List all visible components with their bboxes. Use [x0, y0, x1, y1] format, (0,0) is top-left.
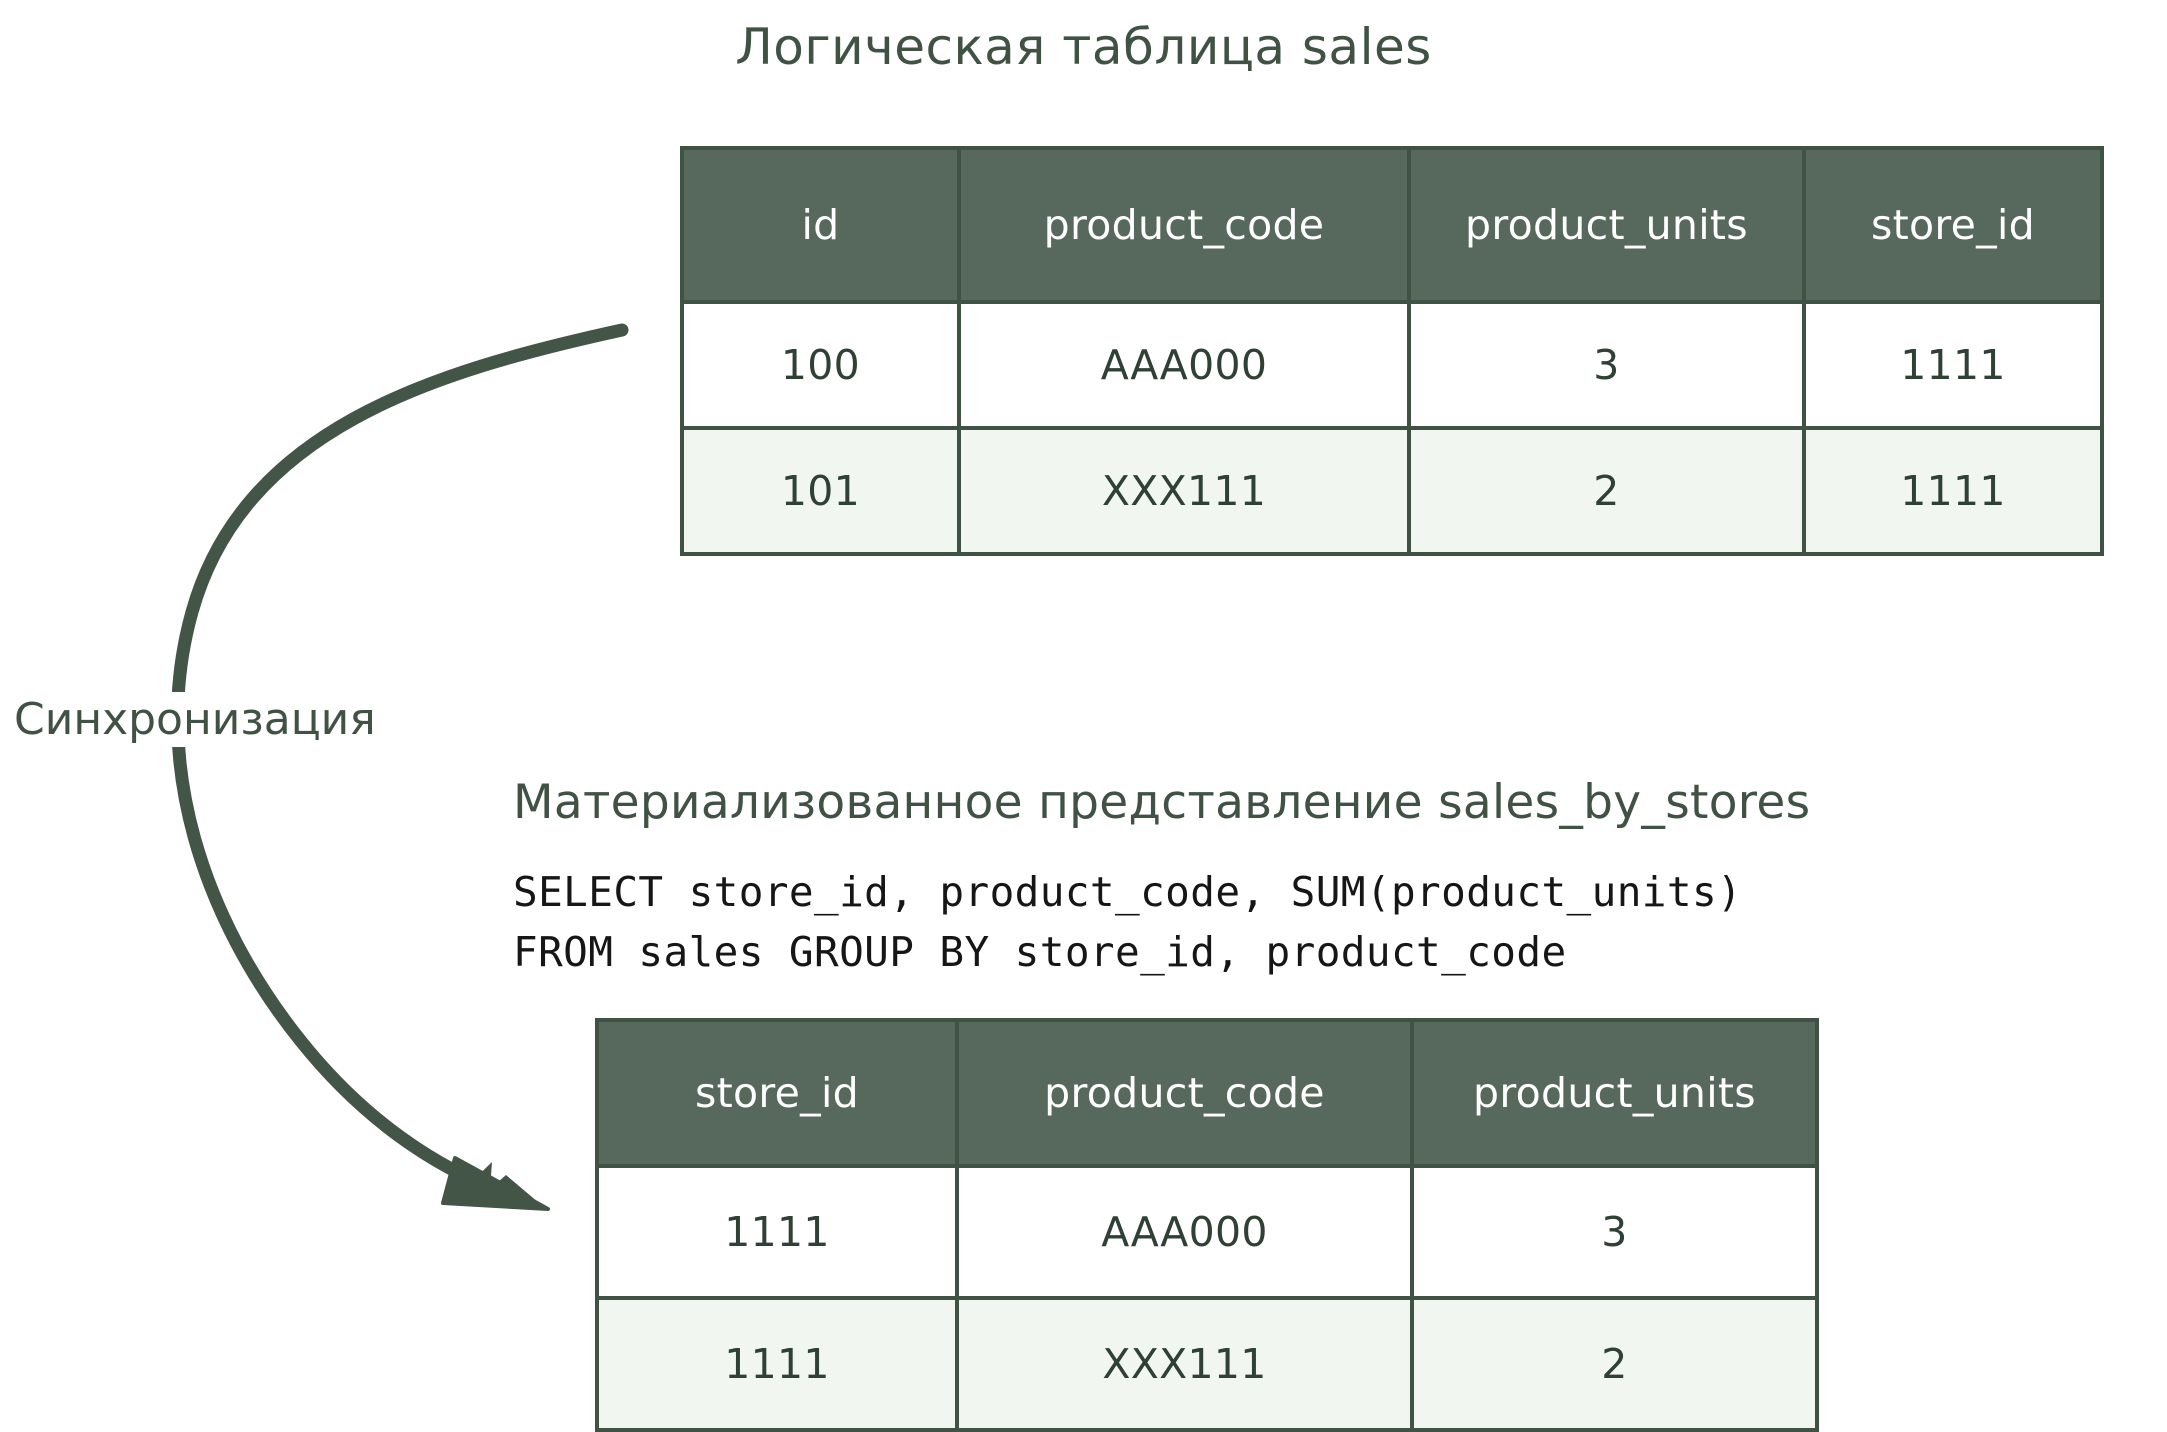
table-row: 101 XXX111 2 1111	[680, 426, 2104, 556]
cell-product-code: AAA000	[955, 1164, 1414, 1300]
column-header-product-code: product_code	[957, 146, 1411, 304]
table-row: 100 AAA000 3 1111	[680, 300, 2104, 430]
column-header-product-units: product_units	[1407, 146, 1806, 304]
table-row: 1111 AAA000 3	[595, 1164, 1819, 1300]
logical-table-sales: id product_code product_units store_id 1…	[680, 146, 2104, 556]
cell-id: 100	[680, 300, 961, 430]
table-header-row: id product_code product_units store_id	[680, 146, 2104, 304]
synchronization-label: Синхронизация	[14, 692, 382, 747]
column-header-product-code: product_code	[955, 1018, 1414, 1168]
materialized-view-title: Материализованное представление sales_by…	[513, 775, 1811, 830]
cell-product-code: XXX111	[957, 426, 1411, 556]
cell-store-id: 1111	[1802, 300, 2104, 430]
cell-product-units: 2	[1407, 426, 1806, 556]
cell-store-id: 1111	[595, 1296, 959, 1432]
cell-store-id: 1111	[595, 1164, 959, 1300]
cell-product-units: 3	[1407, 300, 1806, 430]
cell-store-id: 1111	[1802, 426, 2104, 556]
sql-definition: SELECT store_id, product_code, SUM(produ…	[513, 862, 1742, 982]
cell-product-code: AAA000	[957, 300, 1411, 430]
cell-product-units: 3	[1410, 1164, 1819, 1300]
column-header-id: id	[680, 146, 961, 304]
cell-product-units: 2	[1410, 1296, 1819, 1432]
cell-product-code: XXX111	[955, 1296, 1414, 1432]
logical-table-title: Логическая таблица sales	[735, 18, 1432, 76]
column-header-store-id: store_id	[1802, 146, 2104, 304]
table-header-row: store_id product_code product_units	[595, 1018, 1819, 1168]
sql-line-from: FROM sales GROUP BY store_id, product_co…	[513, 928, 1567, 976]
column-header-store-id: store_id	[595, 1018, 959, 1168]
materialized-view-table-sales-by-stores: store_id product_code product_units 1111…	[595, 1018, 1819, 1432]
sql-line-select: SELECT store_id, product_code, SUM(produ…	[513, 868, 1743, 916]
column-header-product-units: product_units	[1410, 1018, 1819, 1168]
cell-id: 101	[680, 426, 961, 556]
table-row: 1111 XXX111 2	[595, 1296, 1819, 1432]
